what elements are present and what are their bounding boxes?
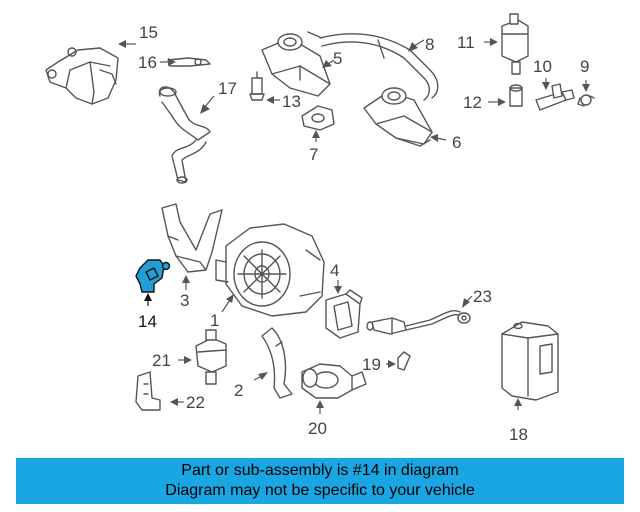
part-11-drawing[interactable] bbox=[501, 13, 529, 75]
part-3-drawing[interactable] bbox=[161, 203, 223, 273]
callout-17[interactable]: 17 bbox=[218, 79, 237, 98]
part-22-drawing[interactable] bbox=[135, 371, 161, 411]
callout-4[interactable]: 4 bbox=[330, 261, 339, 280]
info-banner: Part or sub-assembly is #14 in diagram D… bbox=[16, 458, 624, 504]
parts-diagram: 15 16 17 13 5 8 bbox=[45, 13, 595, 444]
callout-8[interactable]: 8 bbox=[425, 35, 434, 54]
part-21-drawing[interactable] bbox=[195, 329, 227, 385]
callout-2[interactable]: 2 bbox=[234, 381, 243, 400]
part-23-drawing[interactable] bbox=[366, 310, 471, 335]
part-16-drawing[interactable] bbox=[167, 57, 211, 67]
callout-22[interactable]: 22 bbox=[186, 393, 205, 412]
callout-19[interactable]: 19 bbox=[362, 355, 381, 374]
callout-15[interactable]: 15 bbox=[139, 23, 158, 42]
banner-line-part: Part or sub-assembly is #14 in diagram bbox=[181, 462, 459, 479]
part-4-drawing[interactable] bbox=[325, 289, 363, 339]
part-15-drawing[interactable] bbox=[45, 47, 119, 105]
callout-1[interactable]: 1 bbox=[210, 311, 219, 330]
part-2-drawing[interactable] bbox=[261, 327, 293, 399]
callout-11[interactable]: 11 bbox=[457, 33, 475, 52]
callout-9[interactable]: 9 bbox=[580, 57, 589, 76]
part-18-drawing[interactable] bbox=[501, 321, 559, 401]
callout-21[interactable]: 21 bbox=[152, 351, 171, 370]
part-20-drawing[interactable] bbox=[301, 363, 367, 399]
part-5-drawing[interactable] bbox=[261, 31, 331, 97]
callout-5[interactable]: 5 bbox=[333, 49, 342, 68]
part-10-drawing[interactable] bbox=[535, 83, 575, 111]
part-9-drawing[interactable] bbox=[577, 94, 595, 107]
callout-6[interactable]: 6 bbox=[452, 133, 461, 152]
part-12-drawing[interactable] bbox=[509, 84, 523, 107]
part-1-drawing[interactable] bbox=[215, 223, 325, 317]
callout-12[interactable]: 12 bbox=[463, 93, 482, 112]
part-6-drawing[interactable] bbox=[363, 87, 433, 147]
part-7-drawing[interactable] bbox=[301, 105, 335, 131]
part-13-drawing[interactable] bbox=[249, 71, 265, 101]
callout-16[interactable]: 16 bbox=[138, 53, 157, 72]
callout-23[interactable]: 23 bbox=[473, 287, 492, 306]
callout-10[interactable]: 10 bbox=[533, 57, 552, 76]
callout-14[interactable]: 14 bbox=[138, 312, 157, 331]
callout-3[interactable]: 3 bbox=[180, 291, 189, 310]
callout-20[interactable]: 20 bbox=[308, 419, 327, 438]
part-19-drawing[interactable] bbox=[397, 351, 411, 371]
callout-7[interactable]: 7 bbox=[309, 145, 318, 164]
part-17-drawing[interactable] bbox=[158, 86, 211, 184]
part-14-drawing[interactable] bbox=[135, 259, 171, 293]
banner-line-disclaimer: Diagram may not be specific to your vehi… bbox=[165, 482, 475, 499]
callout-13[interactable]: 13 bbox=[282, 92, 301, 111]
callout-18[interactable]: 18 bbox=[509, 425, 528, 444]
